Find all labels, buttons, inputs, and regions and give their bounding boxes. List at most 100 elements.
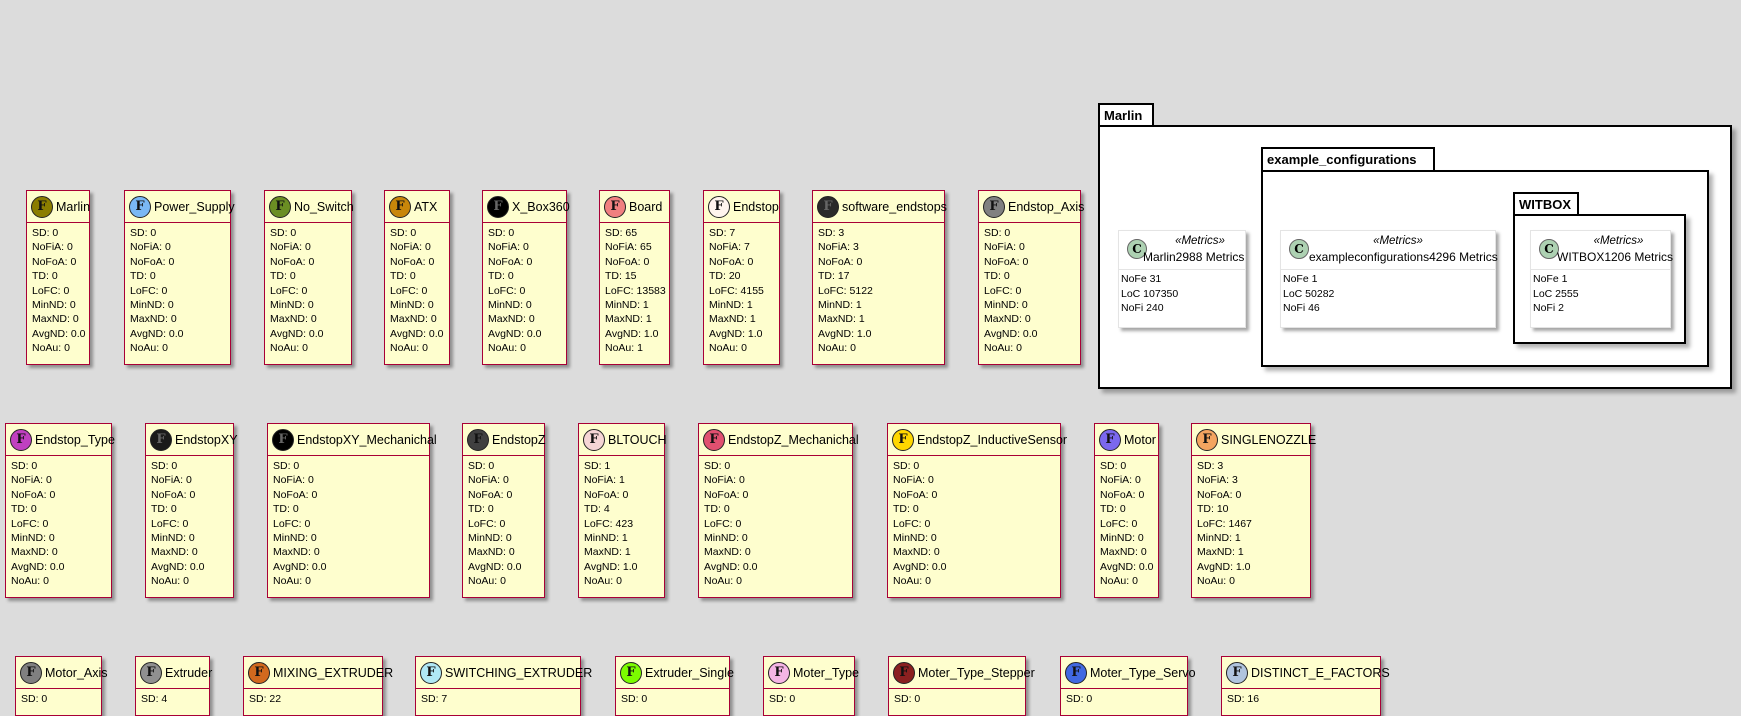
feature-stat: NoFoA: 0 (130, 255, 175, 268)
feature-stat: TD: 15 (605, 270, 637, 283)
feature-name: Extruder_Single (645, 665, 734, 680)
feature-stat: SD: 0 (488, 227, 515, 239)
feature-stat: LoFC: 0 (273, 517, 311, 530)
feature-stat: AvgND: 0.0 (390, 327, 444, 340)
feature-stat: SD: 0 (151, 460, 178, 472)
feature-stat: NoFiA: 0 (151, 474, 192, 487)
feature-f-icon: F (389, 195, 411, 218)
feature-stat: MinND: 1 (584, 532, 628, 545)
feature-f-icon: F (1065, 661, 1087, 684)
feature-stat: AvgND: 0.0 (893, 560, 947, 573)
feature-f-icon: F (150, 428, 172, 451)
feature-stat: SD: 65 (605, 227, 638, 239)
feature-stat: SD: 0 (769, 693, 796, 705)
feature-stat: TD: 0 (151, 503, 177, 516)
feature-stat: MaxND: 1 (605, 313, 652, 326)
feature-name: Moter_Type_Stepper (918, 665, 1035, 680)
metrics-name: Marlin2988 Metrics (1143, 250, 1245, 264)
feature-stat: SD: 0 (984, 227, 1011, 239)
feature-stat: SD: 0 (390, 227, 417, 239)
feature-stat: LoFC: 0 (704, 517, 742, 530)
feature-stat: MaxND: 0 (390, 313, 437, 326)
feature-stat: NoFiA: 65 (605, 241, 652, 254)
feature-stat: LoFC: 0 (390, 284, 428, 297)
feature-stat: MaxND: 0 (488, 313, 535, 326)
feature-stat: MaxND: 1 (709, 313, 756, 326)
feature-stat: NoFoA: 0 (488, 255, 533, 268)
feature-name: Endstop_Type (35, 432, 115, 447)
metrics-row: NoFe 1 (1533, 273, 1568, 285)
feature-stat: LoFC: 0 (1100, 517, 1138, 530)
feature-stat: NoFiA: 0 (270, 241, 311, 254)
feature-stat: TD: 0 (984, 270, 1010, 283)
feature-stat: MaxND: 0 (130, 313, 177, 326)
feature-stat: AvgND: 1.0 (709, 327, 763, 340)
feature-stat: MinND: 0 (270, 299, 314, 312)
feature-stat: AvgND: 0.0 (32, 327, 86, 340)
feature-stat: MinND: 0 (151, 532, 195, 545)
feature-name: Power_Supply (154, 199, 235, 214)
feature-stat: NoAu: 0 (1197, 575, 1235, 588)
feature-stat: MinND: 0 (130, 299, 174, 312)
feature-stat: NoFoA: 0 (1197, 488, 1242, 501)
metrics-name: exampleconfigurations4296 Metrics (1309, 250, 1498, 264)
feature-stat: AvgND: 0.0 (273, 560, 327, 573)
feature-f-icon: F (10, 428, 32, 451)
feature-stat: MaxND: 0 (893, 546, 940, 559)
feature-stat: TD: 0 (130, 270, 156, 283)
metrics-witbox: C «Metrics» WITBOX1206 Metrics NoFe 1 Lo… (1530, 230, 1673, 328)
feature-stat: SD: 0 (32, 227, 59, 239)
feature-stat: AvgND: 0.0 (11, 560, 65, 573)
feature-stat: MinND: 0 (488, 299, 532, 312)
feature-name: Moter_Type (793, 665, 860, 680)
feature-stat: NoFiA: 1 (584, 474, 625, 487)
feature-stat: NoFiA: 7 (709, 241, 750, 254)
feature-stat: NoAu: 0 (818, 342, 856, 355)
feature-stat: AvgND: 1.0 (1197, 560, 1251, 573)
feature-stat: SD: 1 (584, 460, 611, 472)
package-tab-marlin: Marlin (1098, 103, 1154, 126)
feature-stat: NoAu: 0 (130, 342, 168, 355)
feature-stat: NoFoA: 0 (893, 488, 938, 501)
feature-stat: NoFoA: 0 (818, 255, 863, 268)
metrics-row: LoC 107350 (1121, 287, 1179, 300)
feature-stat: TD: 0 (468, 503, 494, 516)
feature-stat: MinND: 0 (893, 532, 937, 545)
feature-f-icon: F (620, 661, 642, 684)
feature-stat: NoFiA: 0 (130, 241, 171, 254)
feature-name: DISTINCT_E_FACTORS (1251, 665, 1390, 680)
feature-stat: LoFC: 0 (270, 284, 308, 297)
feature-name: Moter_Type_Servo (1090, 665, 1196, 680)
metrics-stereotype: «Metrics» (1175, 235, 1225, 247)
package-tab-witbox: WITBOX (1513, 192, 1579, 216)
feature-stat: SD: 0 (704, 460, 731, 472)
feature-stat: SD: 0 (621, 693, 648, 705)
feature-name: Endstop_Axis (1008, 199, 1085, 214)
feature-stat: LoFC: 0 (984, 284, 1022, 297)
feature-stat: NoFiA: 0 (704, 474, 745, 487)
metrics-row: LoC 2555 (1533, 287, 1579, 300)
feature-stat: SD: 7 (421, 693, 448, 705)
feature-stat: MaxND: 0 (1100, 546, 1147, 559)
feature-stat: TD: 4 (584, 503, 610, 516)
feature-stat: MinND: 0 (390, 299, 434, 312)
feature-stat: TD: 0 (32, 270, 58, 283)
